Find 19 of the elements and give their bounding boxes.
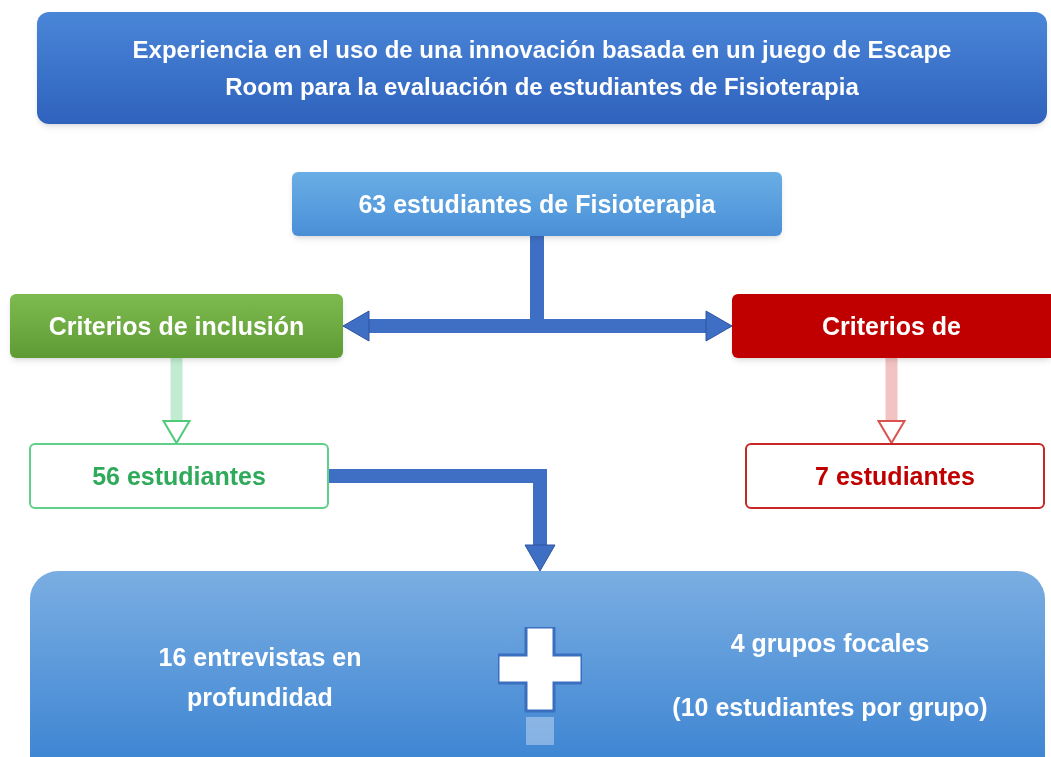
method-panel (30, 571, 1045, 757)
process-box (292, 172, 782, 236)
box-text: 7 estudiantes (815, 460, 975, 492)
arrow (329, 469, 556, 572)
exclusion-box (732, 294, 1051, 358)
title-box (37, 12, 1047, 124)
result-box (29, 443, 329, 509)
panel-text: (10 estudiantes por grupo) (671, 692, 989, 723)
box-text: 63 estudiantes de Fisioterapia (358, 188, 716, 220)
result-box (745, 443, 1045, 509)
box-text: Experiencia en el uso de una innovación basada en un juego de Escape Room para la evaluación de estudiantes de Fisioterapia (131, 34, 953, 102)
panel-text: 16 entrevistas en profundidad (157, 642, 363, 713)
box-text: Criterios de inclusión (48, 310, 305, 342)
panel-text: 4 grupos focales (729, 628, 931, 659)
arrow (162, 358, 191, 444)
box-text: 56 estudiantes (92, 460, 266, 492)
box-text: Criterios de (822, 310, 961, 342)
arrow (877, 358, 906, 444)
inclusion-box (10, 294, 343, 358)
